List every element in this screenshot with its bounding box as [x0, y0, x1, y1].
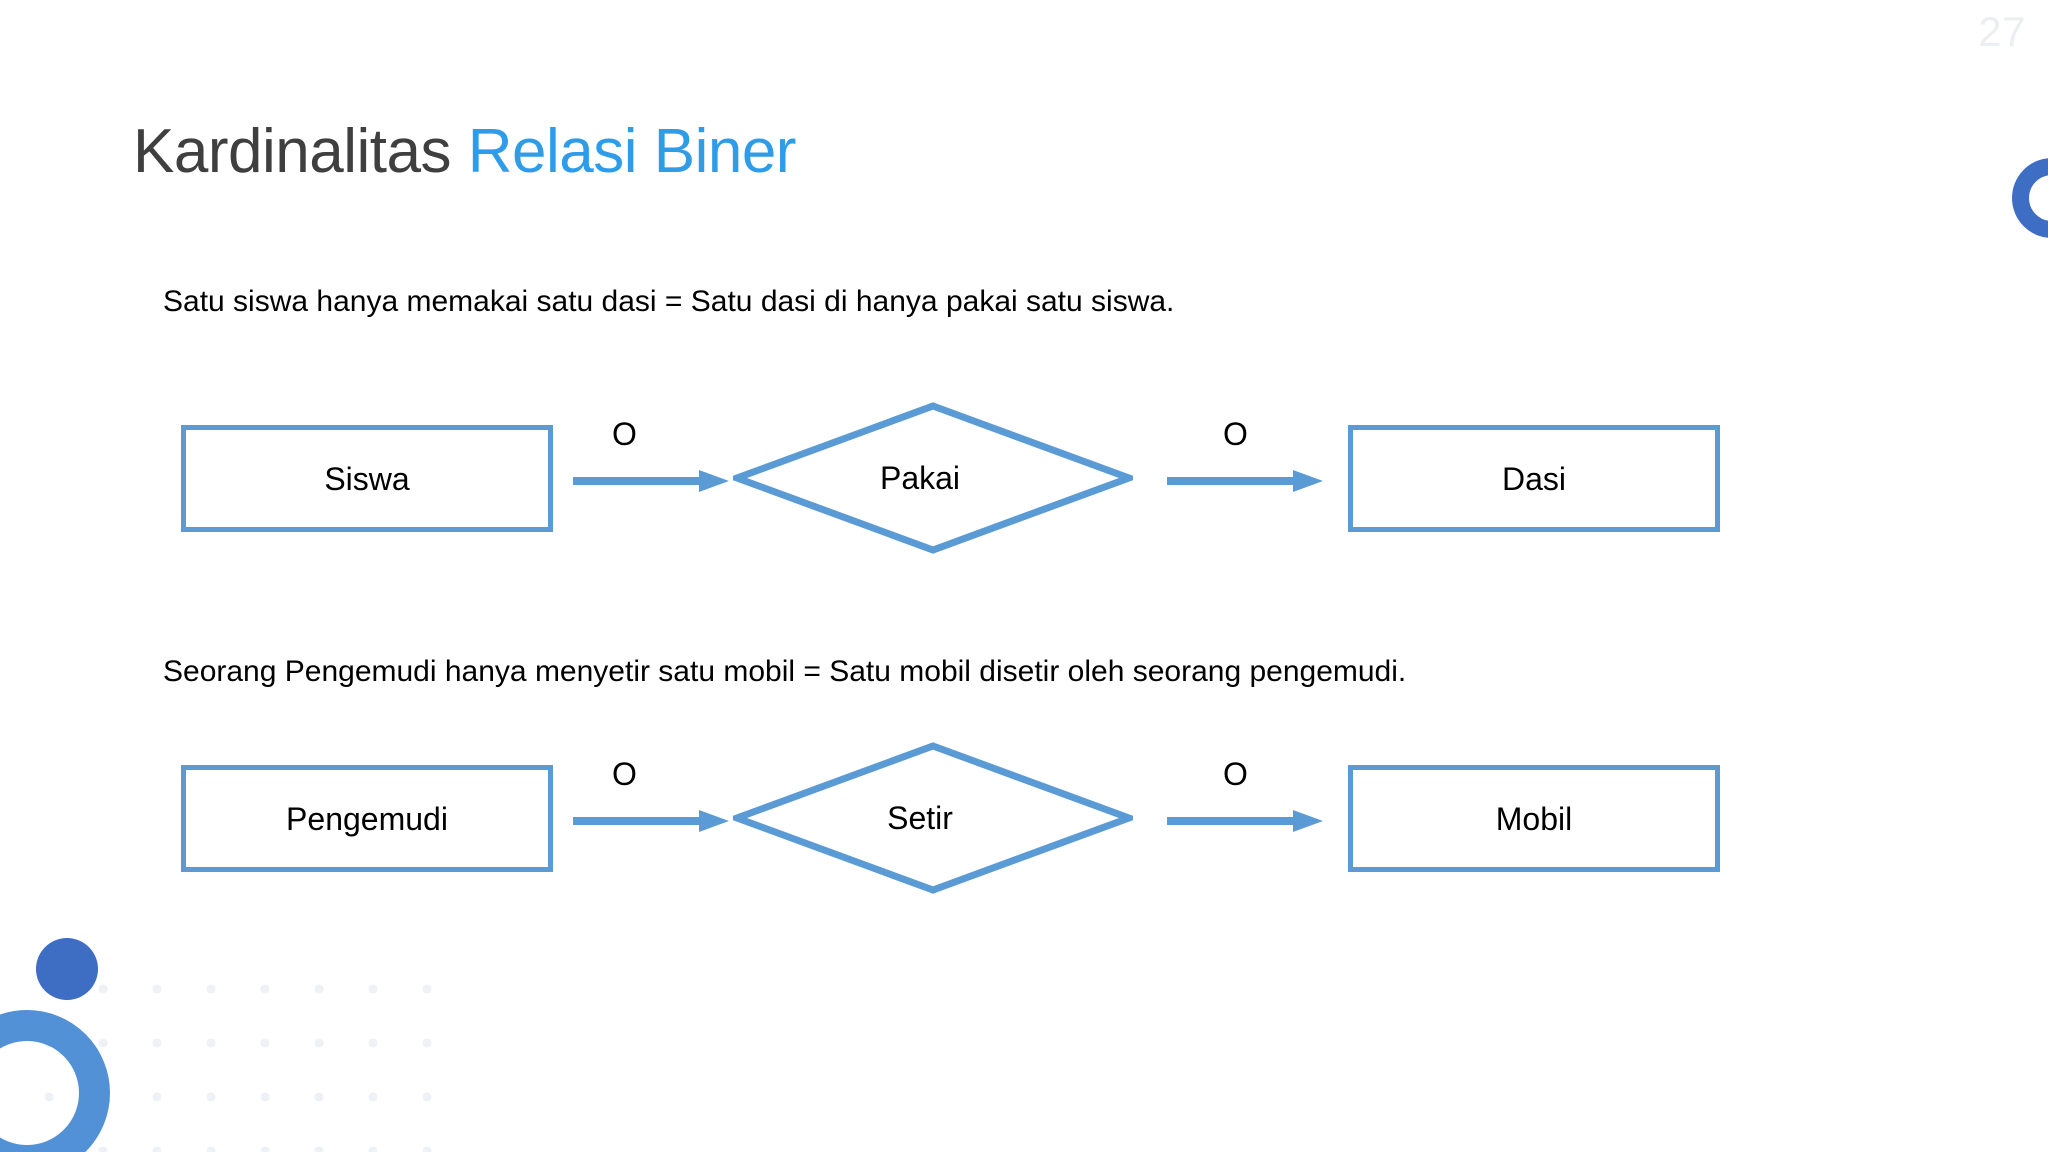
page-title-accent: Relasi Biner — [467, 117, 797, 186]
solid-circle-decoration — [36, 938, 98, 1000]
relationship-diamond-1: Pakai — [733, 402, 1133, 554]
entity-box-right-2: Mobil — [1348, 765, 1720, 872]
entity-label-right-2: Mobil — [1495, 800, 1573, 837]
diamond-shape-icon — [733, 742, 1133, 894]
entity-label-left-1: Siswa — [324, 460, 410, 497]
entity-box-left-2: Pengemudi — [181, 765, 553, 872]
page-title-main: Kardinalitas — [133, 117, 451, 186]
arrow-right-2 — [1167, 810, 1323, 832]
er-diagram-1: Siswa O Pakai O Dasi — [0, 400, 2048, 580]
arrow-left-2 — [573, 810, 729, 832]
cardinality-label-right-1: O — [1223, 416, 1248, 452]
arrow-left-1 — [573, 470, 729, 492]
entity-label-left-2: Pengemudi — [286, 800, 448, 837]
ring-decoration-bottom-left — [0, 1010, 110, 1152]
diamond-shape-icon — [733, 402, 1133, 554]
relationship-diamond-2: Setir — [733, 742, 1133, 894]
statement-text-2: Seorang Pengemudi hanya menyetir satu mo… — [163, 655, 1407, 688]
er-diagram-2: Pengemudi O Setir O Mobil — [0, 740, 2048, 920]
relationship-label-1: Pakai — [879, 459, 961, 496]
relationship-label-2: Setir — [887, 799, 953, 836]
cardinality-label-right-2: O — [1223, 756, 1248, 792]
entity-box-left-1: Siswa — [181, 425, 553, 532]
cardinality-label-left-2: O — [612, 756, 637, 792]
page-title: Kardinalitas Relasi Biner — [133, 116, 796, 187]
entity-box-right-1: Dasi — [1348, 425, 1720, 532]
ring-decoration-right-edge — [2012, 158, 2048, 238]
page-number: 27 — [1978, 8, 2026, 55]
statement-text-1: Satu siswa hanya memakai satu dasi = Sat… — [163, 285, 1175, 318]
cardinality-label-left-1: O — [612, 416, 637, 452]
arrow-right-1 — [1167, 470, 1323, 492]
entity-label-right-1: Dasi — [1501, 460, 1566, 497]
